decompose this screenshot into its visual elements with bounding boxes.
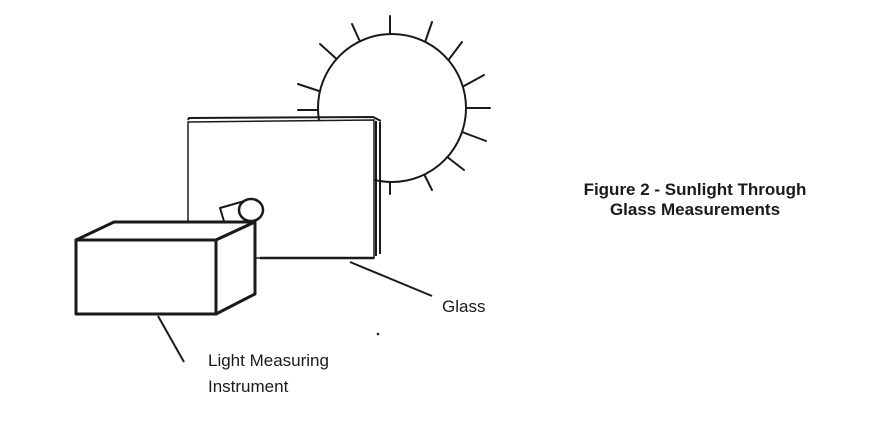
leader-lines — [157, 261, 433, 363]
caption-line-2: Glass Measurements — [609, 200, 781, 219]
sun-ray — [297, 83, 323, 93]
instrument-label-line2: Instrument — [208, 377, 289, 396]
glass-back-edge — [187, 115, 382, 122]
instrument-leader-line — [157, 315, 185, 363]
instrument-front — [74, 238, 218, 316]
instrument-side — [214, 220, 257, 316]
instrument-label-line1: Light Measuring — [208, 351, 329, 370]
sun-ray — [445, 155, 465, 171]
sun-ray — [446, 41, 463, 63]
glass-label: Glass — [442, 297, 485, 316]
stray-dot — [376, 332, 380, 336]
sun-ray — [463, 74, 485, 87]
light-measuring-instrument — [74, 197, 265, 316]
glass-leader-line — [349, 261, 433, 297]
figure-caption: Figure 2 - Sunlight Through Glass Measur… — [560, 180, 830, 220]
sensor-lens — [237, 197, 265, 223]
caption-line-1: Figure 2 - Sunlight Through — [583, 180, 807, 199]
sun-ray — [461, 131, 487, 142]
